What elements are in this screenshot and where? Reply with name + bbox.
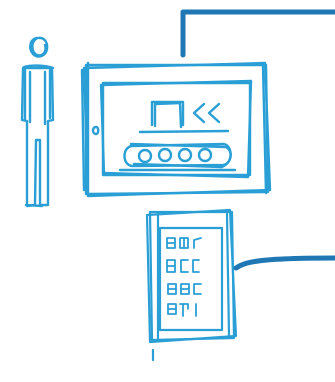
key-r1c2 xyxy=(180,238,188,248)
phone-device xyxy=(147,210,236,360)
conveyor-roller-1 xyxy=(139,150,151,162)
stamping-press-icon xyxy=(152,102,183,125)
top-connector-line xyxy=(183,12,335,55)
person-body-sketch xyxy=(25,70,50,124)
conveyor-roller-4 xyxy=(199,149,211,161)
chevron-left-icon-2 xyxy=(209,104,219,122)
bottom-connector-line xyxy=(236,258,335,268)
key-r3c3 xyxy=(194,284,201,294)
key-r1c3 xyxy=(194,238,201,248)
conveyor-roller-3 xyxy=(179,149,191,161)
stamping-press-icon-2 xyxy=(155,103,181,127)
tablet-device xyxy=(82,63,270,196)
machine-base-line xyxy=(140,131,228,132)
key-r4c2 xyxy=(180,304,188,316)
top-connector-vertical xyxy=(183,12,335,55)
key-r2c3 xyxy=(193,260,199,272)
person-body xyxy=(22,68,53,206)
conveyor-machine xyxy=(120,102,235,170)
key-r3c1 xyxy=(168,284,176,294)
conveyor-roller-2 xyxy=(159,149,171,161)
key-r4c1 xyxy=(168,304,176,314)
keypad-grid xyxy=(167,238,201,316)
chevron-left-icon xyxy=(194,104,204,122)
person-head-icon-2 xyxy=(32,39,45,55)
key-r1c1 xyxy=(167,238,175,248)
key-r3c2 xyxy=(181,284,189,294)
tablet-home-button xyxy=(93,127,98,134)
key-r2c1 xyxy=(167,260,175,272)
person-figure xyxy=(22,38,53,206)
conveyor-belt-sketch xyxy=(131,144,231,167)
bottom-connector-horizontal xyxy=(236,258,335,268)
key-r2c2 xyxy=(181,260,188,272)
